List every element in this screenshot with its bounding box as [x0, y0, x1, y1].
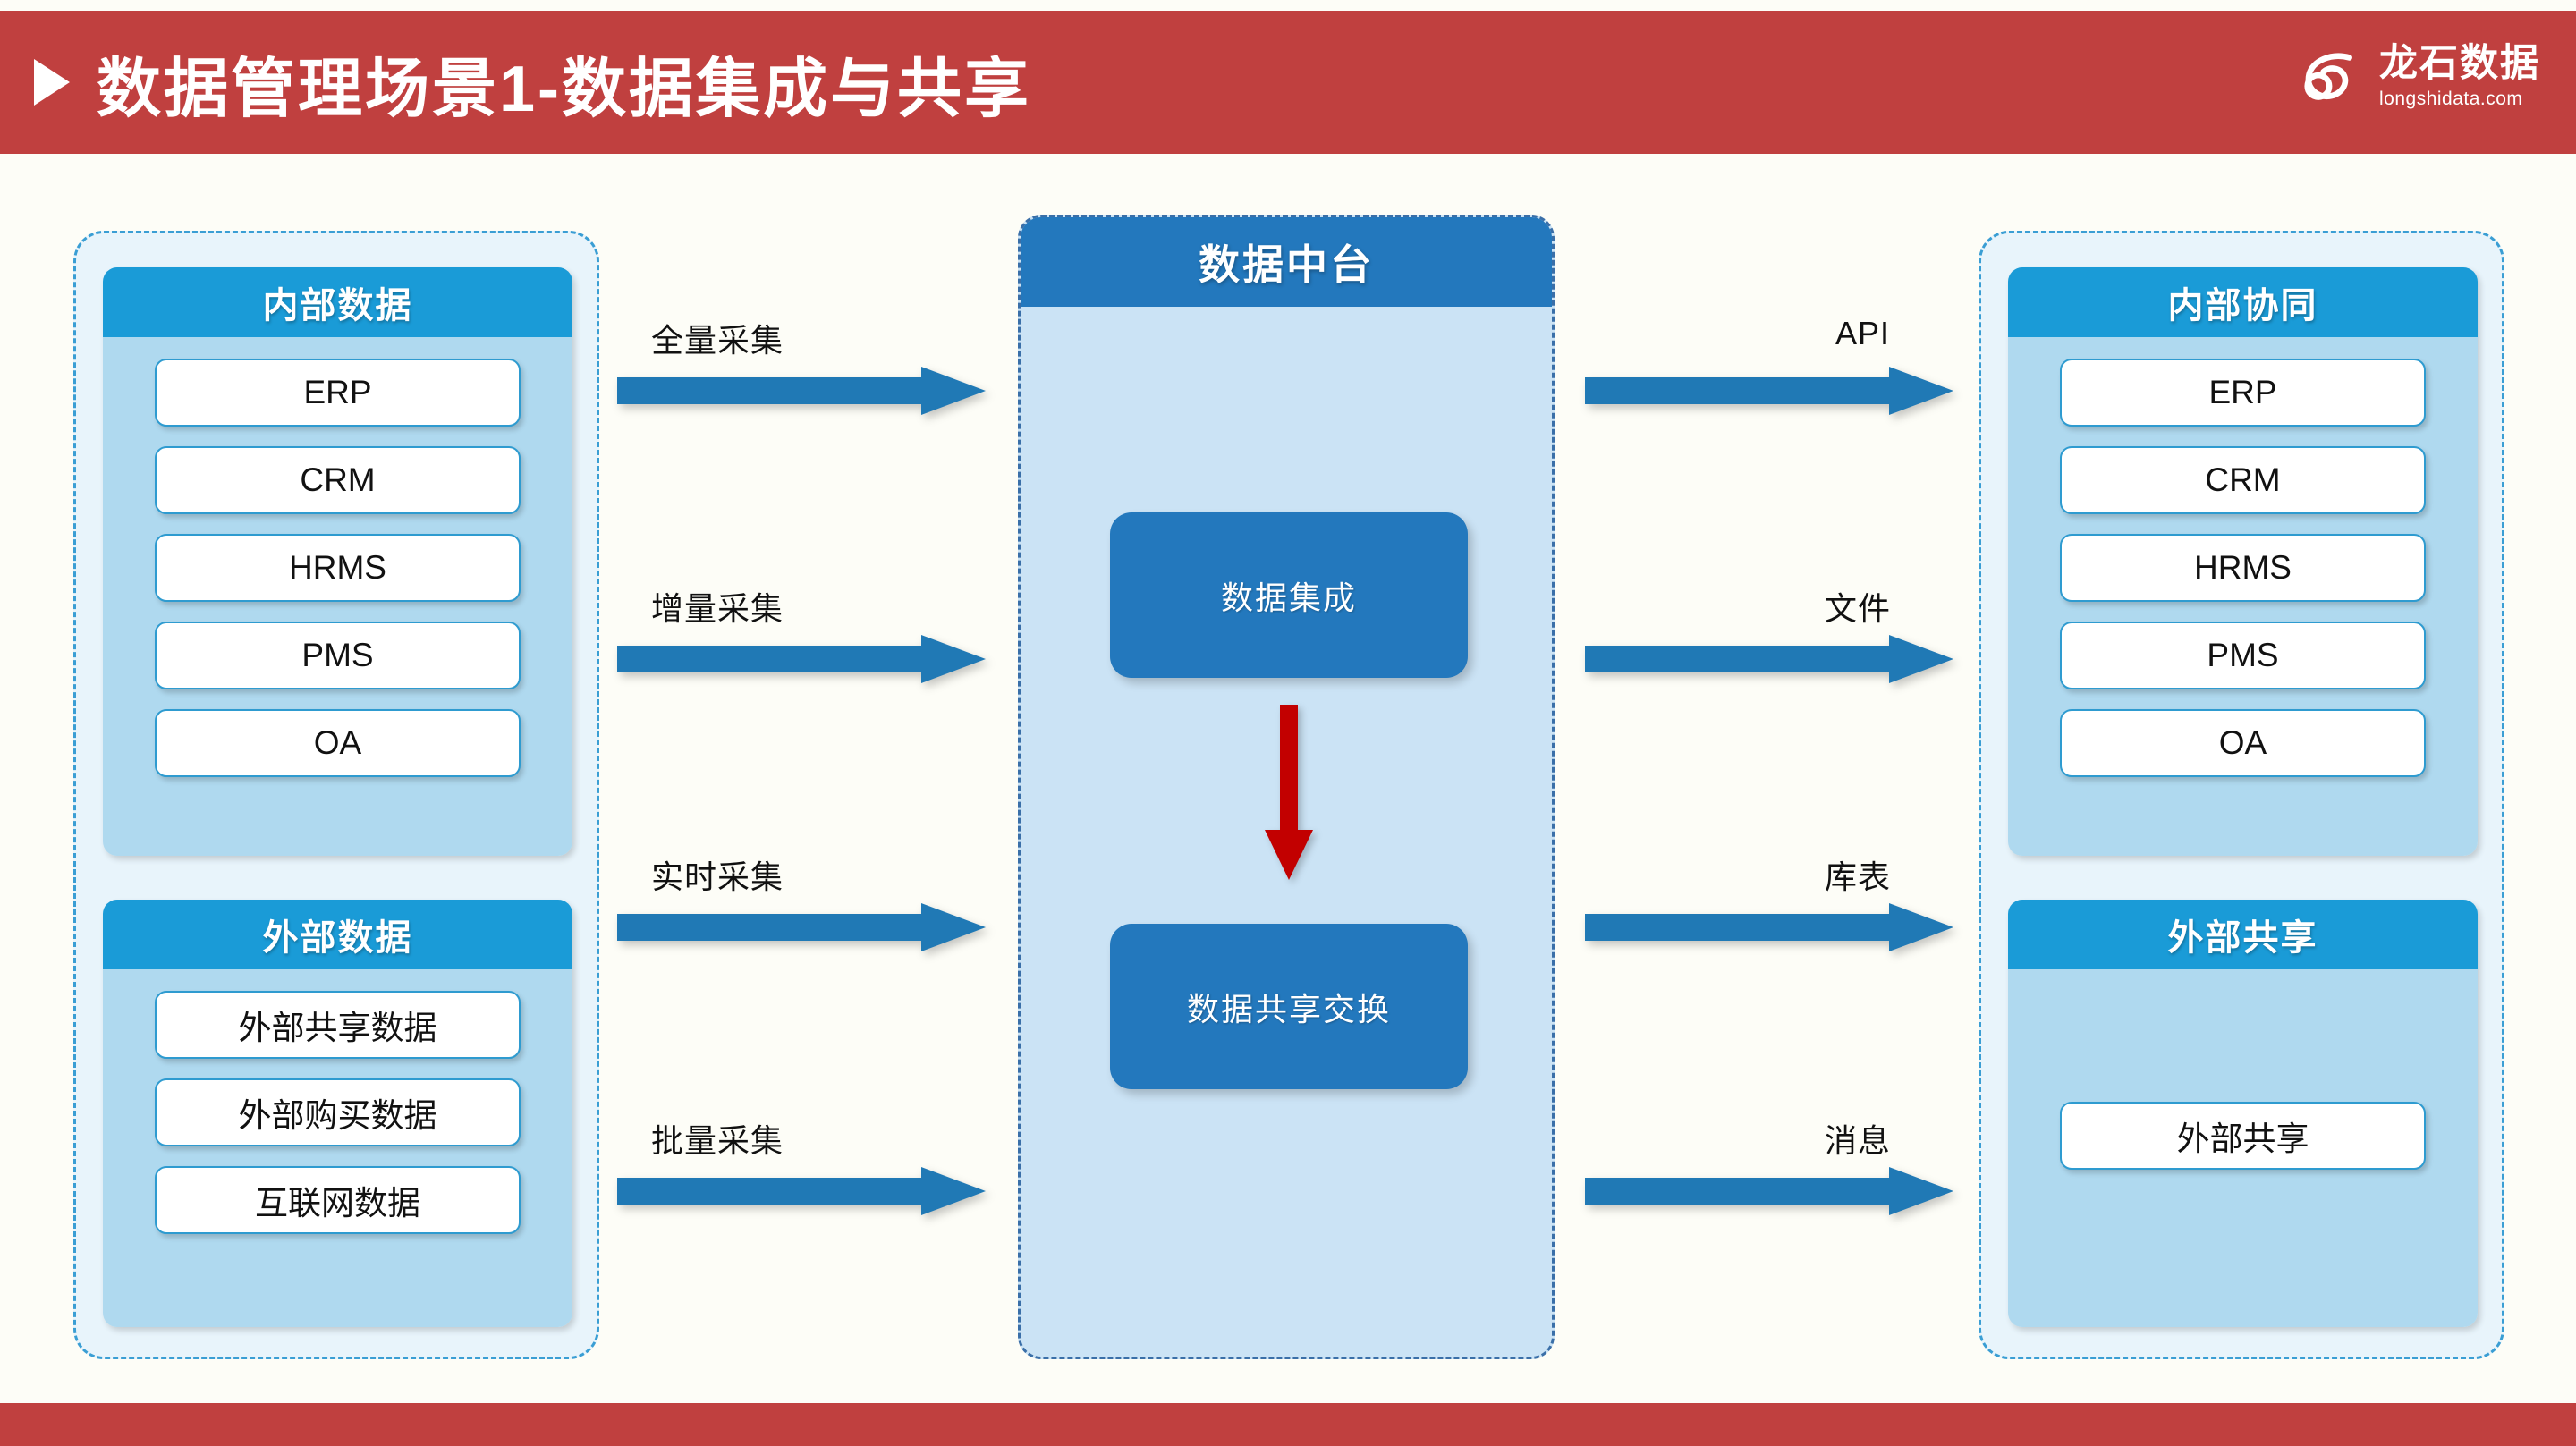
play-triangle-icon — [34, 59, 70, 106]
arrow-label-batch-collection: 批量采集 — [651, 1122, 784, 1159]
list-item[interactable]: HRMS — [2059, 534, 2427, 602]
card-internal-data-body: ERP CRM HRMS PMS OA — [103, 337, 572, 856]
card-external-sharing[interactable]: 外部共享 外部共享 — [2008, 900, 2478, 1327]
center-box-data-integration[interactable]: 数据集成 — [1110, 512, 1468, 678]
card-external-sharing-title: 外部共享 — [2008, 900, 2478, 969]
list-item[interactable]: OA — [154, 709, 521, 777]
arrow-label-full-collection: 全量采集 — [651, 322, 784, 359]
list-item[interactable]: 外部共享数据 — [154, 991, 521, 1059]
card-external-data-body: 外部共享数据 外部购买数据 互联网数据 — [103, 969, 572, 1327]
center-platform-title: 数据中台 — [1021, 217, 1552, 307]
card-internal-collaboration[interactable]: 内部协同 ERP CRM HRMS PMS OA — [2008, 267, 2478, 856]
arrow-full-collection — [617, 367, 986, 415]
card-internal-data[interactable]: 内部数据 ERP CRM HRMS PMS OA — [103, 267, 572, 856]
list-item[interactable]: CRM — [2059, 446, 2427, 514]
right-consumer-panel: 内部协同 ERP CRM HRMS PMS OA 外部共享 外部共享 — [1979, 231, 2504, 1359]
card-external-sharing-body: 外部共享 — [2008, 969, 2478, 1327]
arrow-api — [1585, 367, 1953, 415]
list-item[interactable]: HRMS — [154, 534, 521, 602]
center-platform-panel: 数据中台 数据集成 数据共享交换 — [1018, 215, 1555, 1359]
infinity-loop-logo-icon — [2304, 53, 2352, 100]
arrow-label-table: 库表 — [1825, 858, 1892, 895]
arrow-message — [1585, 1167, 1953, 1215]
arrow-realtime-collection — [617, 903, 986, 951]
red-down-arrow-icon — [1262, 705, 1316, 884]
card-external-data[interactable]: 外部数据 外部共享数据 外部购买数据 互联网数据 — [103, 900, 572, 1327]
left-source-panel: 内部数据 ERP CRM HRMS PMS OA 外部数据 外部共享数据 外部购… — [73, 231, 599, 1359]
list-item[interactable]: ERP — [2059, 359, 2427, 427]
arrow-label-realtime-collection: 实时采集 — [651, 858, 784, 895]
brand-domain: longshidata.com — [2379, 89, 2523, 109]
brand-name: 龙石数据 — [2379, 42, 2540, 85]
arrow-label-incremental-collection: 增量采集 — [651, 590, 784, 627]
list-item[interactable]: 外部共享 — [2059, 1102, 2427, 1170]
list-item[interactable]: 外部购买数据 — [154, 1078, 521, 1146]
slide-header-bar: 数据管理场景1-数据集成与共享 龙石数据 longshidata.com — [0, 11, 2576, 154]
center-box-data-sharing-exchange[interactable]: 数据共享交换 — [1110, 924, 1468, 1089]
card-internal-collaboration-body: ERP CRM HRMS PMS OA — [2008, 337, 2478, 856]
arrow-label-message: 消息 — [1825, 1122, 1892, 1159]
list-item[interactable]: OA — [2059, 709, 2427, 777]
card-internal-collaboration-title: 内部协同 — [2008, 267, 2478, 337]
arrow-file — [1585, 635, 1953, 683]
list-item[interactable]: PMS — [2059, 622, 2427, 689]
arrow-incremental-collection — [617, 635, 986, 683]
slide-footer-bar — [0, 1403, 2576, 1446]
list-item[interactable]: 互联网数据 — [154, 1166, 521, 1234]
arrow-label-api: API — [1835, 315, 1891, 351]
arrow-batch-collection — [617, 1167, 986, 1215]
arrow-label-file: 文件 — [1825, 590, 1892, 627]
card-internal-data-title: 内部数据 — [103, 267, 572, 337]
list-item[interactable]: CRM — [154, 446, 521, 514]
page-title: 数据管理场景1-数据集成与共享 — [97, 53, 1032, 125]
brand-logo: 龙石数据 longshidata.com — [2297, 45, 2540, 108]
list-item[interactable]: ERP — [154, 359, 521, 427]
card-external-data-title: 外部数据 — [103, 900, 572, 969]
list-item[interactable]: PMS — [154, 622, 521, 689]
arrow-table — [1585, 903, 1953, 951]
